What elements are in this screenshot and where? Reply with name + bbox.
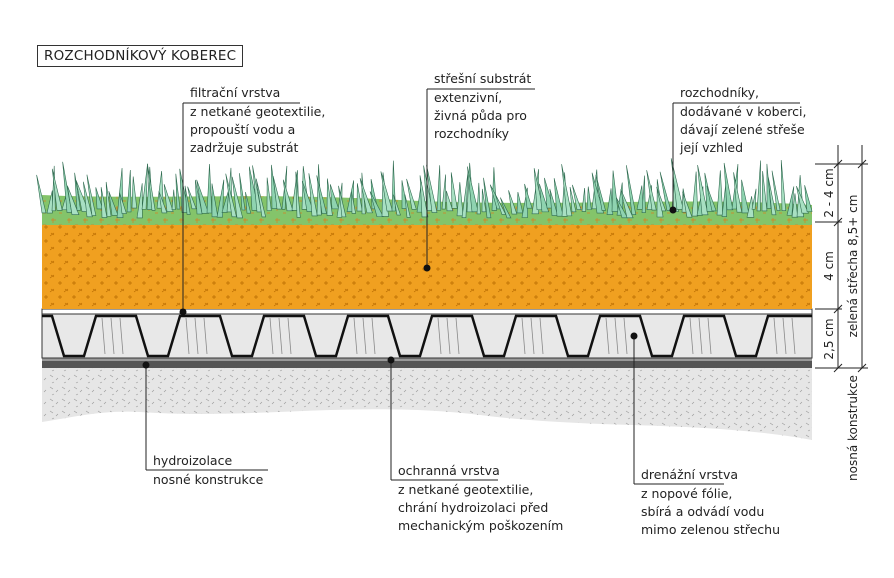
diagram-title: ROZCHODNÍKOVÝ KOBEREC: [37, 45, 244, 67]
label-hydroizolace: hydroizolace nosné konstrukce: [153, 453, 264, 487]
filtracni-layer: [41, 308, 813, 315]
hydroizolace-layer: [42, 361, 812, 368]
vegetation-layer: [36, 158, 813, 219]
leader-lines: [145, 88, 800, 485]
drainage-nops: [42, 314, 812, 358]
ochranna-layer: [42, 358, 812, 361]
dim-drainage: 2,5 cm: [822, 318, 836, 359]
dim-vegetation: 2 - 4 cm: [822, 168, 836, 217]
dimension-lines: [815, 145, 868, 373]
label-substrat: střešní substrát extenzivní, živná půda …: [434, 71, 535, 141]
label-drenazni: drenážní vrstva z nopové fólie, sbírá a …: [641, 467, 780, 537]
dim-structure: nosná konstrukce: [846, 375, 860, 481]
dim-substrate: 4 cm: [822, 251, 836, 281]
label-rozchodniky: rozchodníky, dodávané v koberci, dávají …: [679, 85, 810, 155]
dim-total: zelená střecha 8,5+ cm: [846, 195, 860, 338]
label-ochranna: ochranná vrstva z netkané geotextilie, c…: [398, 463, 563, 533]
leader-dots: [142, 206, 677, 369]
label-filtracni: filtrační vrstva z netkané geotextilie, …: [190, 85, 329, 155]
